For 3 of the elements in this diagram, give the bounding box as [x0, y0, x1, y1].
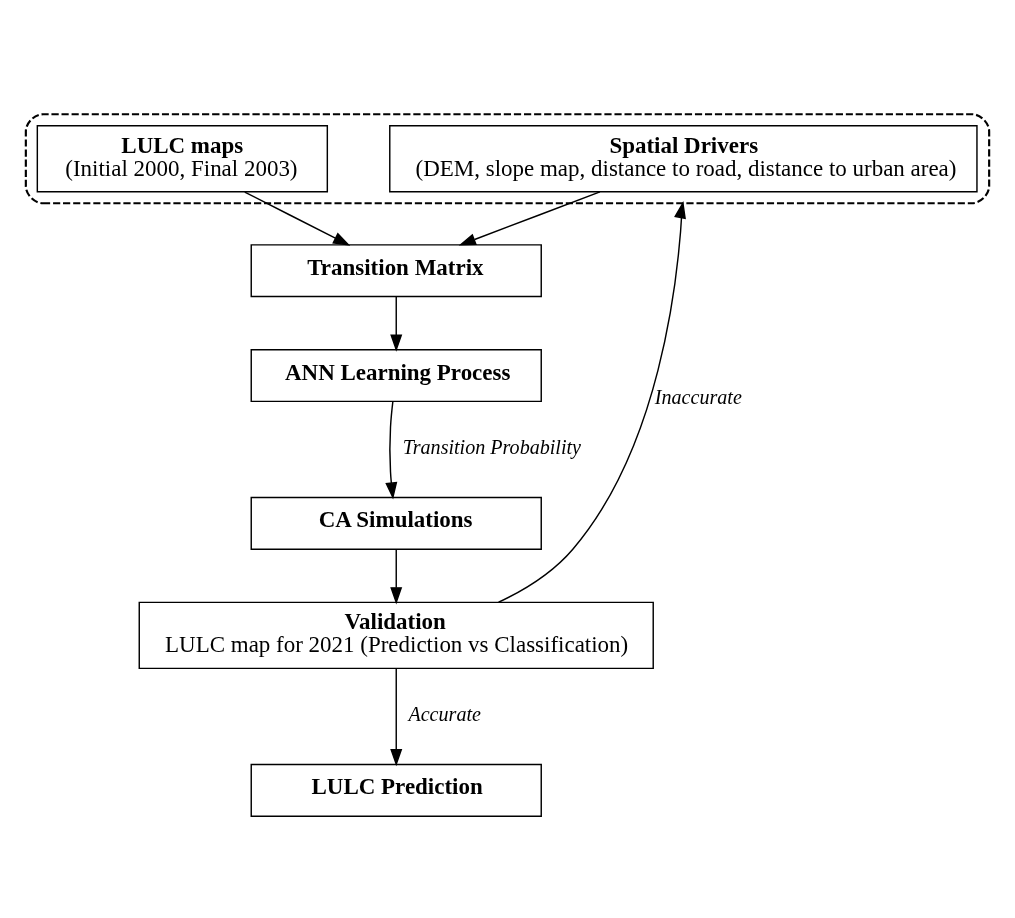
- edge-label: Inaccurate: [654, 385, 742, 408]
- edge-label: Transition Probability: [402, 435, 582, 458]
- edge-label: Accurate: [408, 702, 481, 725]
